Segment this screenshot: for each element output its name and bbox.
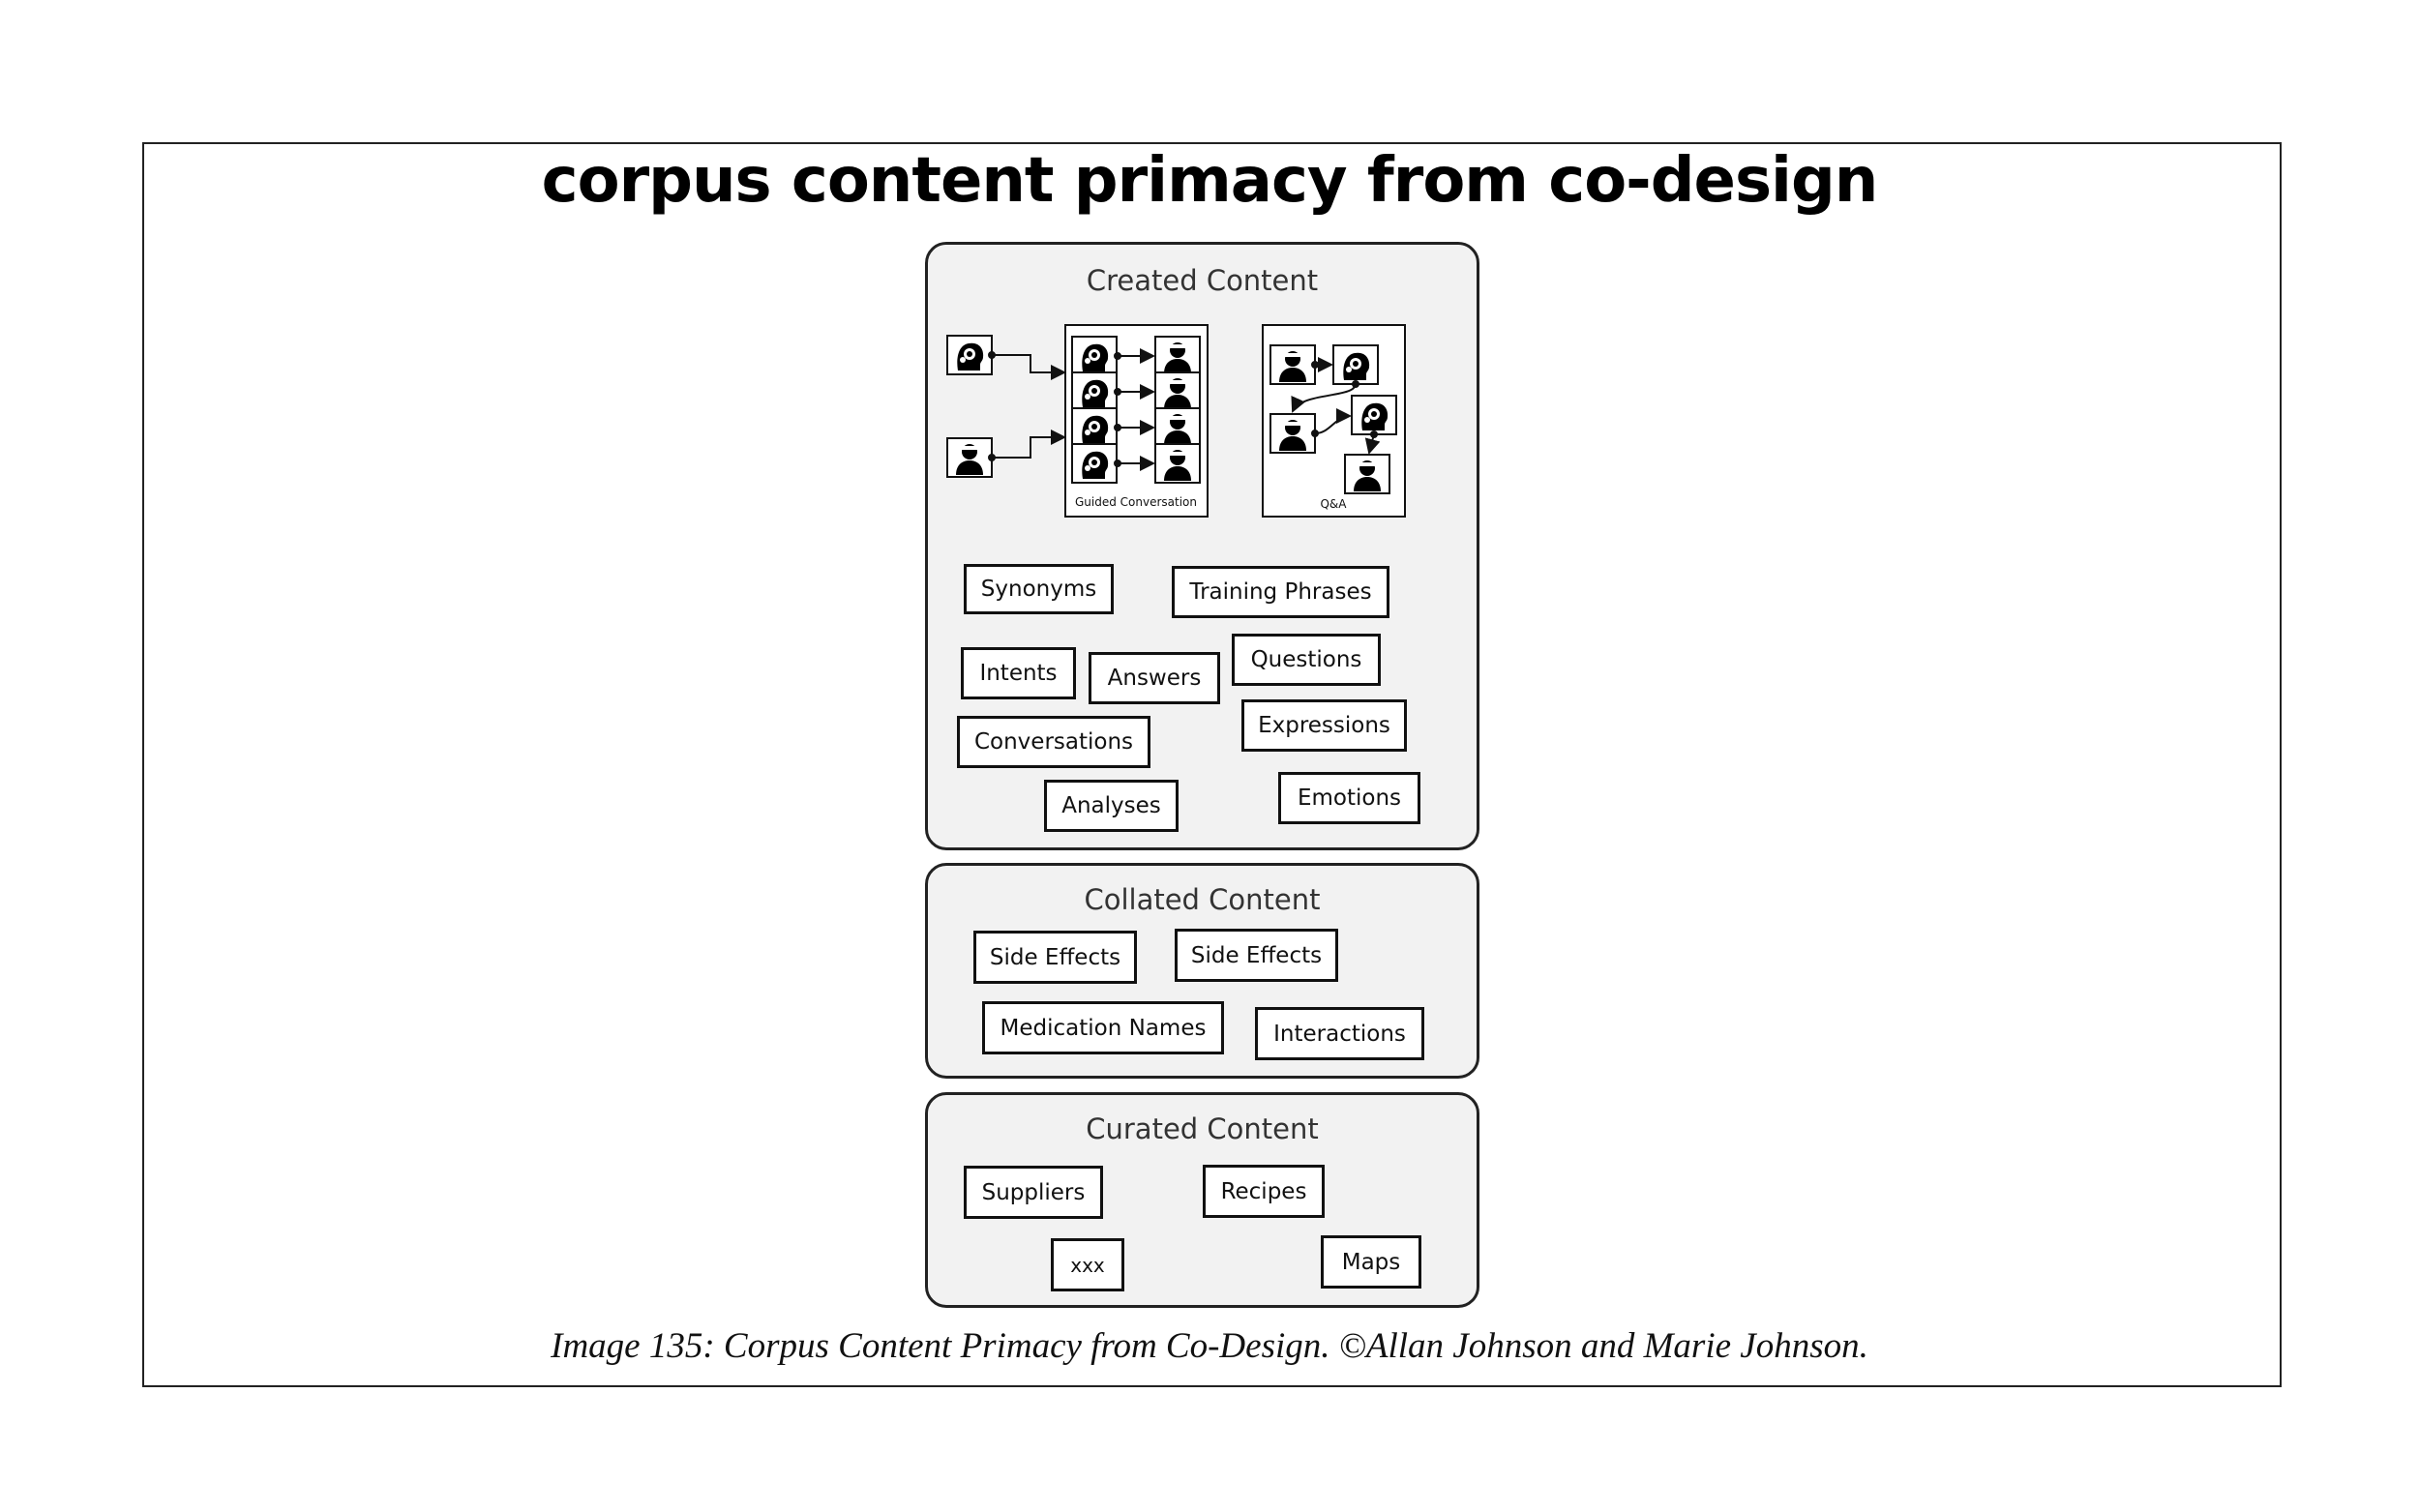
guided-conversation-label: Guided Conversation xyxy=(1075,495,1197,509)
tag-suppliers: Suppliers xyxy=(964,1166,1103,1219)
tag-questions: Questions xyxy=(1232,634,1381,686)
tag-recipes: Recipes xyxy=(1203,1165,1325,1218)
tag-medication-names: Medication Names xyxy=(982,1001,1224,1054)
collated-content-title: Collated Content xyxy=(1084,883,1321,916)
tag-intents: Intents xyxy=(961,647,1076,699)
tag-side-effects-2: Side Effects xyxy=(1175,929,1338,982)
bot-source-icon xyxy=(946,335,993,375)
person-source-icon xyxy=(946,437,993,478)
qa-label: Q&A xyxy=(1320,497,1347,511)
tag-emotions: Emotions xyxy=(1278,772,1420,824)
tag-xxx: xxx xyxy=(1051,1238,1124,1291)
tag-answers: Answers xyxy=(1089,652,1220,704)
curated-content-title: Curated Content xyxy=(1086,1112,1319,1145)
tag-maps: Maps xyxy=(1321,1235,1421,1289)
curated-content-panel: Curated Content Suppliers Recipes xxx Ma… xyxy=(925,1092,1479,1308)
tag-training-phrases: Training Phrases xyxy=(1172,566,1389,618)
figure-caption: Image 135: Corpus Content Primacy from C… xyxy=(551,1326,1868,1366)
tag-interactions: Interactions xyxy=(1255,1007,1424,1060)
tag-conversations: Conversations xyxy=(957,716,1150,768)
page-title: corpus content primacy from co-design xyxy=(541,145,1879,217)
figure-frame xyxy=(142,142,2282,1387)
tag-side-effects-1: Side Effects xyxy=(973,931,1137,984)
created-content-title: Created Content xyxy=(1086,264,1319,297)
tag-analyses: Analyses xyxy=(1044,780,1179,832)
collated-content-panel: Collated Content Side Effects Side Effec… xyxy=(925,863,1479,1079)
tag-expressions: Expressions xyxy=(1241,699,1407,752)
tag-synonyms: Synonyms xyxy=(964,564,1114,614)
